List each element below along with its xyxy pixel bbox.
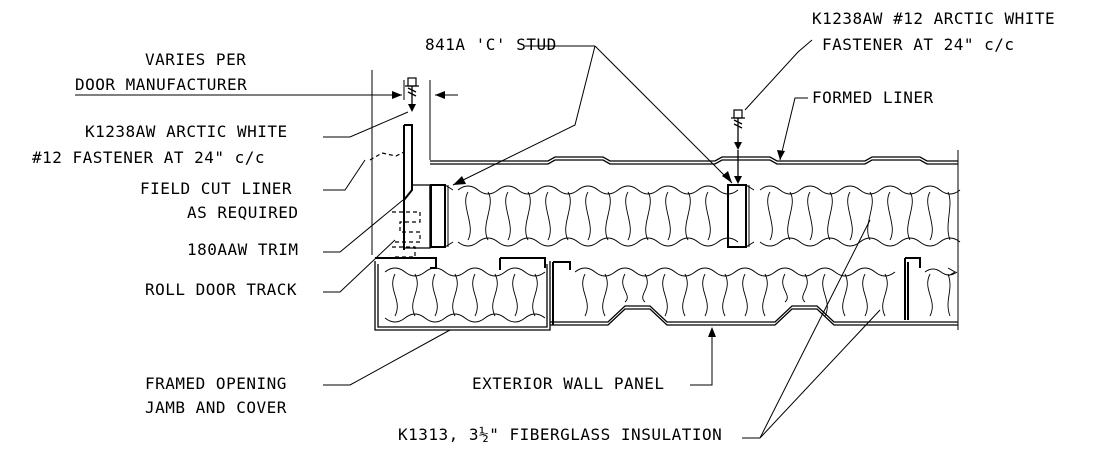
label-fastener-left-line1: K1238AW ARCTIC WHITE — [85, 122, 288, 141]
c-stud-right — [727, 184, 755, 248]
label-c-stud: 841A 'C' STUD — [425, 35, 557, 54]
label-insulation: K1313, 3½" FIBERGLASS INSULATION — [398, 425, 722, 444]
leader-lines — [323, 39, 881, 439]
label-roll-door-track: ROLL DOOR TRACK — [145, 280, 297, 299]
insulation-lower — [384, 267, 958, 323]
label-fastener-left-line2: #12 FASTENER AT 24" c/c — [32, 148, 265, 167]
label-as-required: AS REQUIRED — [187, 203, 298, 222]
fastener-left — [405, 77, 419, 112]
label-framed-opening: FRAMED OPENING — [145, 374, 287, 393]
label-formed-liner: FORMED LINER — [812, 88, 934, 107]
formed-liner — [369, 151, 958, 165]
label-door-manufacturer: DOOR MANUFACTURER — [75, 75, 247, 94]
jamb-trim — [403, 124, 431, 250]
insulation-upper — [457, 185, 961, 247]
c-stud-left — [430, 184, 454, 248]
roll-door-track — [392, 211, 421, 258]
fastener-right — [731, 109, 745, 184]
dimension-varies — [75, 70, 458, 255]
label-varies-per: VARIES PER — [145, 50, 246, 69]
label-trim: 180AAW TRIM — [187, 240, 298, 259]
label-fastener-right-line2: FASTENER AT 24" c/c — [822, 35, 1015, 54]
label-exterior-wall-panel: EXTERIOR WALL PANEL — [472, 374, 665, 393]
label-fastener-right-line1: K1238AW #12 ARCTIC WHITE — [812, 9, 1055, 28]
label-jamb-and-cover: JAMB AND COVER — [145, 398, 287, 417]
label-field-cut-liner: FIELD CUT LINER — [140, 179, 292, 198]
